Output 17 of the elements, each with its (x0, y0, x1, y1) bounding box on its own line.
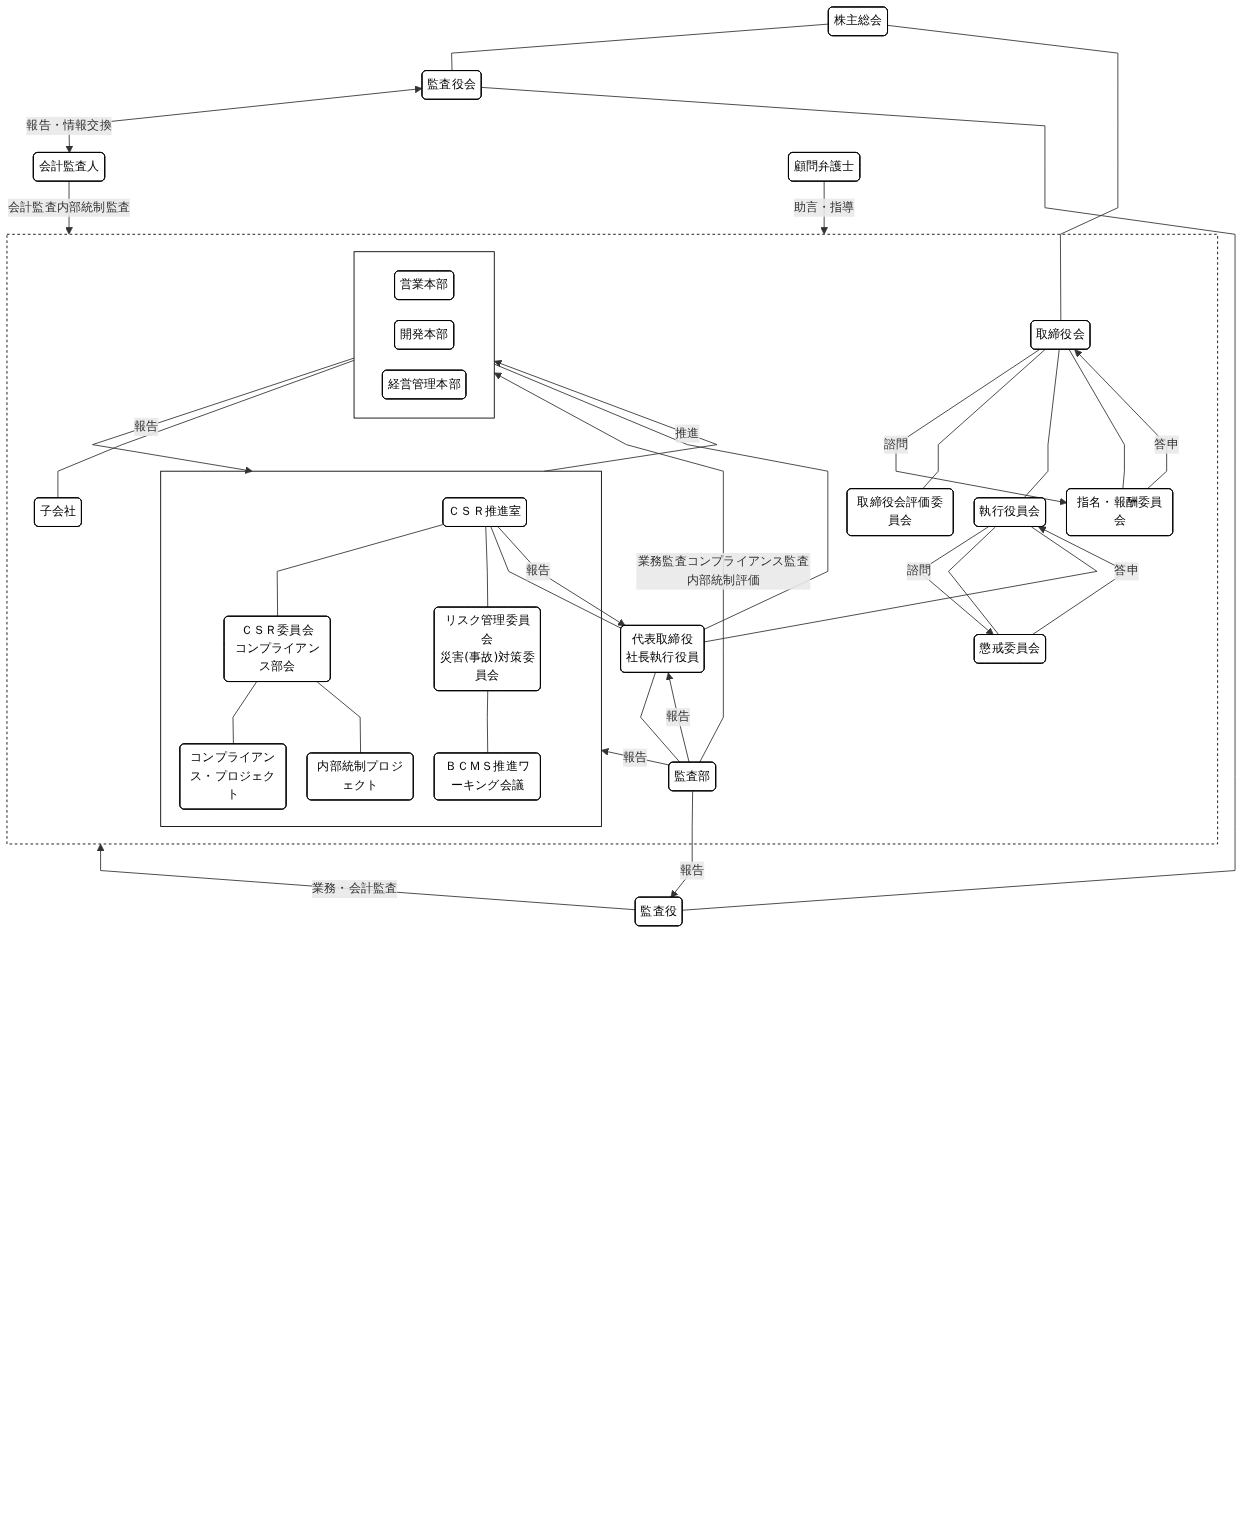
connector (316, 681, 361, 754)
connector (948, 526, 1000, 636)
connector (887, 24, 1119, 322)
connector (493, 363, 829, 630)
connector (485, 526, 489, 608)
connector (1068, 349, 1125, 490)
connector (276, 523, 445, 618)
connector (486, 690, 489, 754)
cluster (353, 251, 495, 419)
connector (1023, 349, 1060, 499)
cluster (160, 470, 602, 827)
cluster (6, 233, 1219, 845)
connector (232, 681, 257, 745)
connector (57, 359, 355, 499)
connector (451, 23, 830, 72)
connector (481, 86, 1236, 911)
connector (922, 349, 1046, 490)
